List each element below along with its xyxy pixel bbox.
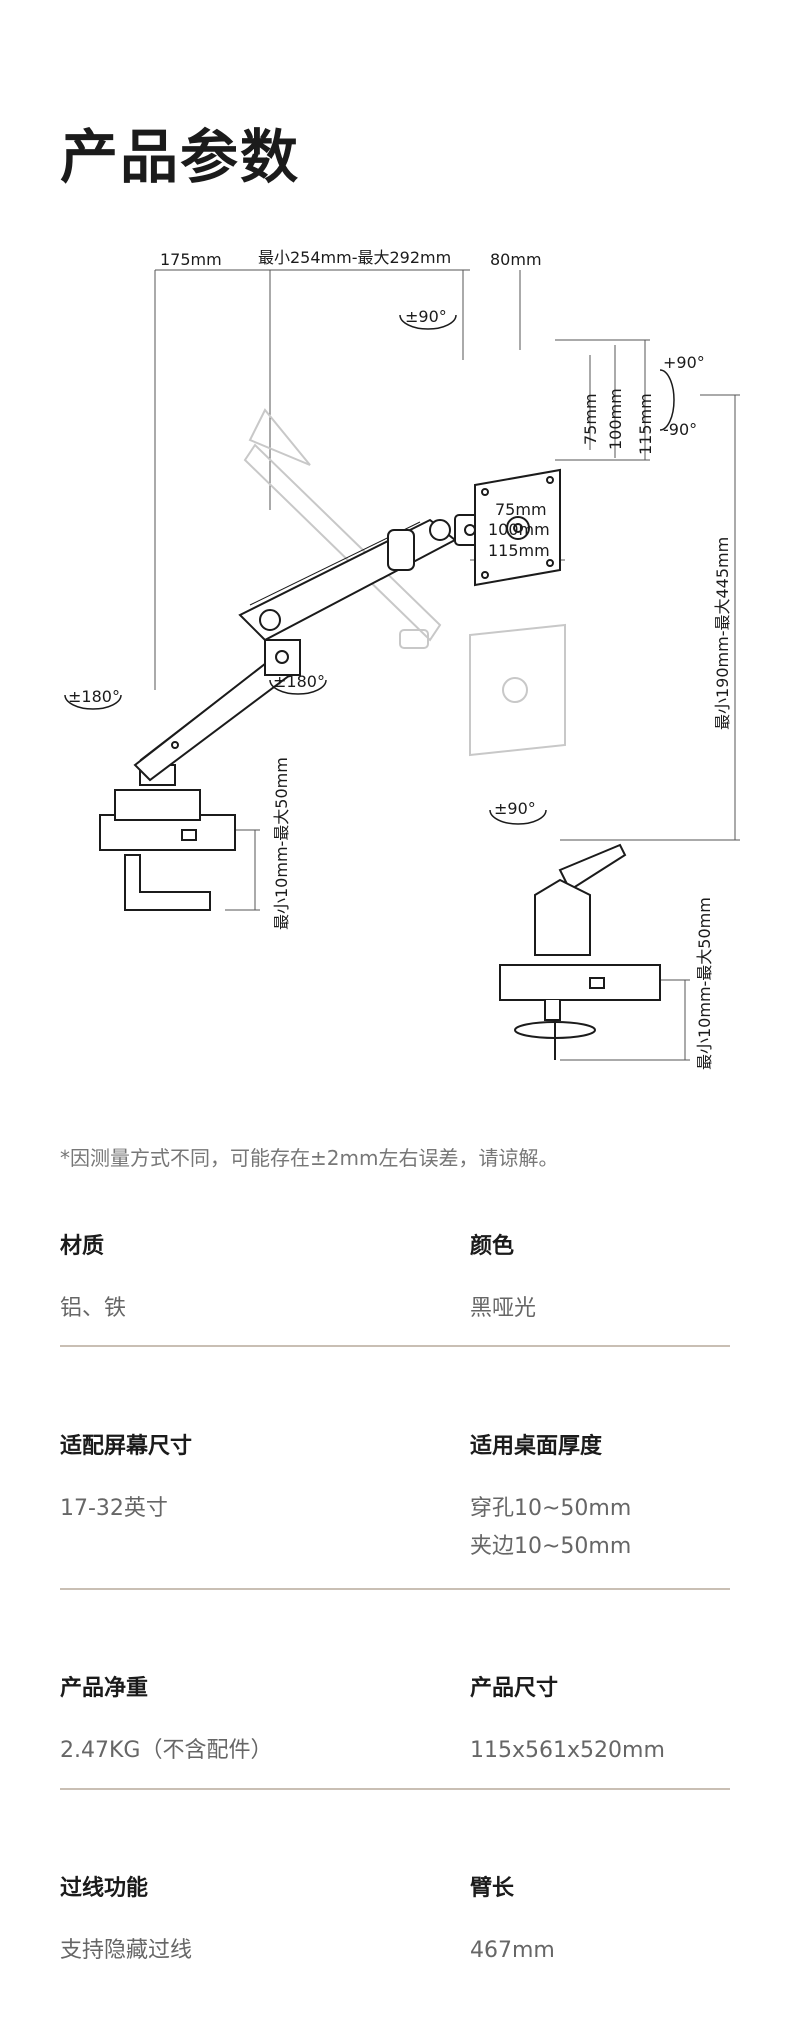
page-title: 产品参数 bbox=[60, 123, 301, 191]
vesa-115-vertical-label: 115mm bbox=[636, 393, 655, 455]
height-range-label: 最小190mm-最大445mm bbox=[713, 537, 732, 730]
divider bbox=[60, 1345, 730, 1347]
spec-label-color: 颜色 bbox=[470, 1234, 515, 1259]
divider bbox=[60, 1788, 730, 1790]
spec-value-clamp: 夹边10~50mm bbox=[470, 1534, 632, 1559]
spec-label-cable-management: 过线功能 bbox=[60, 1876, 149, 1901]
vesa-115-horizontal-label: 115mm bbox=[488, 541, 550, 560]
spec-item: 材质 铝、铁 bbox=[60, 1228, 390, 1328]
vesa-75-vertical-label: 75mm bbox=[581, 393, 600, 445]
tilt-down-label: -90° bbox=[663, 420, 697, 439]
spec-value-grommet: 穿孔10~50mm bbox=[470, 1496, 632, 1521]
measurement-note: *因测量方式不同，可能存在±2mm左右误差，请谅解。 bbox=[60, 1146, 559, 1170]
divider bbox=[60, 1588, 730, 1590]
spec-label-material: 材质 bbox=[60, 1234, 105, 1259]
spec-item: 过线功能 支持隐藏过线 bbox=[60, 1870, 390, 1970]
rotation-elbow-label: ±180° bbox=[273, 672, 325, 691]
product-dimension-diagram: 175mm 最小254mm-最大292mm 80mm ±90° ±90° +90… bbox=[0, 230, 790, 1100]
depth-175-label: 175mm bbox=[160, 250, 222, 269]
spec-item: 适用桌面厚度 穿孔10~50mm 夹边10~50mm bbox=[470, 1428, 790, 1566]
rotation-base-label: ±180° bbox=[68, 687, 120, 706]
spec-label-net-weight: 产品净重 bbox=[60, 1676, 149, 1701]
spec-value-cable-management: 支持隐藏过线 bbox=[60, 1938, 193, 1963]
vesa-100-horizontal-label: 100mm bbox=[488, 520, 550, 539]
spec-label-screen-size: 适配屏幕尺寸 bbox=[60, 1434, 193, 1459]
dimension-drawing: 175mm 最小254mm-最大292mm 80mm ±90° ±90° +90… bbox=[64, 248, 740, 1070]
reach-label: 最小254mm-最大292mm bbox=[258, 248, 451, 267]
spec-value-material: 铝、铁 bbox=[60, 1296, 127, 1321]
vesa-75-horizontal-label: 75mm bbox=[495, 500, 547, 519]
offset-80-label: 80mm bbox=[490, 250, 542, 269]
grommet-range-label: 最小10mm-最大50mm bbox=[695, 897, 714, 1070]
spec-value-product-size: 115x561x520mm bbox=[470, 1738, 665, 1763]
spec-label-arm-length: 臂长 bbox=[470, 1876, 515, 1901]
spec-value-arm-length: 467mm bbox=[470, 1938, 555, 1963]
spec-item: 臂长 467mm bbox=[470, 1870, 790, 1970]
vesa-100-vertical-label: 100mm bbox=[606, 388, 625, 450]
tilt-up-label: +90° bbox=[663, 353, 705, 372]
spec-item: 颜色 黑哑光 bbox=[470, 1228, 790, 1328]
spec-value-desk-thickness: 穿孔10~50mm 夹边10~50mm bbox=[470, 1490, 790, 1566]
spec-value-net-weight: 2.47KG（不含配件） bbox=[60, 1738, 273, 1763]
spec-item: 产品净重 2.47KG（不含配件） bbox=[60, 1670, 390, 1770]
spec-value-color: 黑哑光 bbox=[470, 1296, 537, 1321]
clamp-range-label: 最小10mm-最大50mm bbox=[272, 757, 291, 930]
rotation-plate-bottom-label: ±90° bbox=[494, 799, 536, 818]
spec-item: 适配屏幕尺寸 17-32英寸 bbox=[60, 1428, 390, 1528]
rotation-plate-top-label: ±90° bbox=[405, 307, 447, 326]
spec-label-product-size: 产品尺寸 bbox=[470, 1676, 559, 1701]
spec-item: 产品尺寸 115x561x520mm bbox=[470, 1670, 790, 1770]
spec-value-screen-size: 17-32英寸 bbox=[60, 1496, 168, 1521]
spec-label-desk-thickness: 适用桌面厚度 bbox=[470, 1434, 603, 1459]
